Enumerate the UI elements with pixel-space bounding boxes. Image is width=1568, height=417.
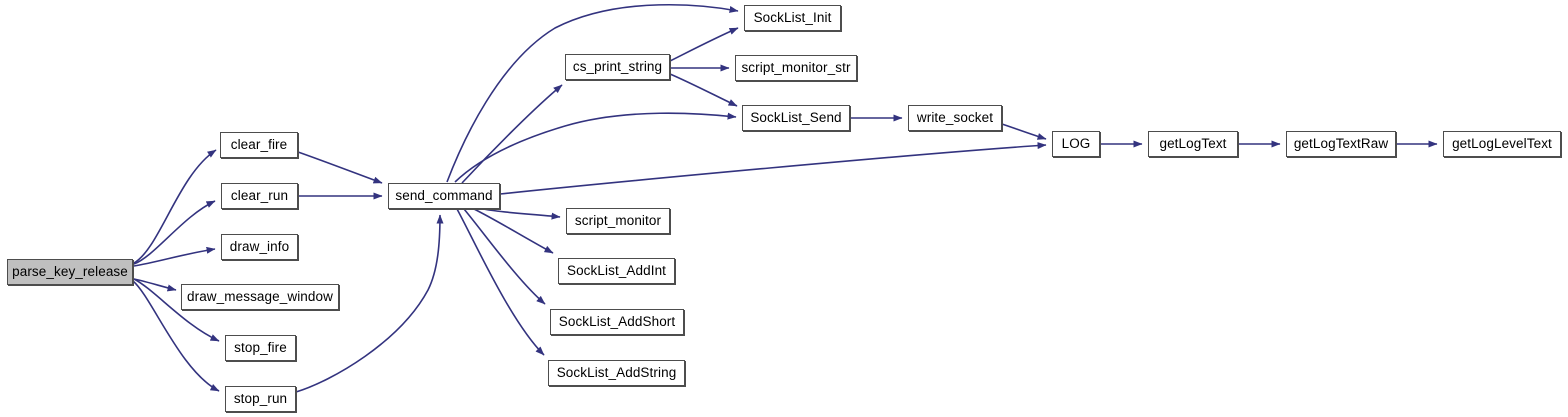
graph-edge bbox=[461, 84, 563, 184]
graph-node-label: script_monitor_str bbox=[741, 60, 851, 76]
graph-node-script_monitor_str[interactable]: script_monitor_str bbox=[735, 55, 857, 81]
graph-node-SockList_Send[interactable]: SockList_Send bbox=[742, 105, 850, 131]
graph-node-clear_run[interactable]: clear_run bbox=[221, 183, 298, 209]
graph-edge bbox=[482, 208, 561, 220]
graph-node-SockList_AddInt[interactable]: SockList_AddInt bbox=[558, 258, 675, 284]
graph-edge bbox=[1001, 123, 1047, 140]
graph-node-SockList_Init[interactable]: SockList_Init bbox=[744, 5, 841, 31]
graph-node-label: send_command bbox=[395, 188, 493, 204]
graph-edge bbox=[473, 208, 554, 254]
graph-edge bbox=[499, 142, 1047, 195]
graph-node-label: SockList_Send bbox=[750, 110, 842, 126]
graph-node-label: script_monitor bbox=[574, 213, 662, 229]
graph-node-label: stop_run bbox=[233, 391, 288, 407]
graph-node-LOG[interactable]: LOG bbox=[1052, 131, 1100, 157]
graph-node-clear_fire[interactable]: clear_fire bbox=[220, 132, 298, 158]
graph-edge bbox=[669, 73, 738, 107]
graph-node-SockList_AddShort[interactable]: SockList_AddShort bbox=[550, 309, 684, 335]
graph-node-getLogLevelText[interactable]: getLogLevelText bbox=[1443, 131, 1561, 157]
graph-node-parse_key_release[interactable]: parse_key_release bbox=[7, 259, 133, 285]
graph-node-label: write_socket bbox=[916, 110, 994, 126]
graph-node-label: LOG bbox=[1061, 136, 1091, 152]
graph-node-label: getLogText bbox=[1159, 136, 1227, 152]
graph-node-label: parse_key_release bbox=[12, 264, 128, 280]
graph-node-label: SockList_AddString bbox=[556, 365, 677, 381]
graph-node-label: draw_info bbox=[229, 239, 290, 255]
graph-edge bbox=[446, 3, 739, 183]
graph-node-label: getLogLevelText bbox=[1452, 136, 1552, 152]
graph-edge bbox=[133, 149, 217, 264]
graph-node-label: SockList_AddShort bbox=[558, 314, 676, 330]
graph-edge bbox=[454, 112, 737, 183]
graph-node-stop_fire[interactable]: stop_fire bbox=[225, 335, 296, 361]
graph-edge bbox=[463, 208, 546, 305]
graph-node-getLogTextRaw[interactable]: getLogTextRaw bbox=[1286, 131, 1396, 157]
graph-node-draw_info[interactable]: draw_info bbox=[221, 234, 298, 260]
graph-node-label: clear_run bbox=[230, 188, 289, 204]
graph-edge bbox=[297, 151, 383, 184]
graph-node-send_command[interactable]: send_command bbox=[388, 183, 500, 209]
graph-node-label: draw_message_window bbox=[187, 289, 333, 305]
graph-edge bbox=[456, 208, 545, 356]
graph-node-label: getLogTextRaw bbox=[1293, 136, 1389, 152]
graph-node-stop_run[interactable]: stop_run bbox=[225, 386, 296, 412]
graph-node-SockList_AddString[interactable]: SockList_AddString bbox=[548, 360, 685, 386]
graph-node-label: clear_fire bbox=[230, 137, 288, 153]
graph-node-label: SockList_Init bbox=[753, 10, 832, 26]
graph-node-label: SockList_AddInt bbox=[566, 263, 667, 279]
graph-node-getLogText[interactable]: getLogText bbox=[1148, 131, 1238, 157]
graph-node-label: cs_print_string bbox=[572, 59, 663, 75]
graph-node-draw_message_window[interactable]: draw_message_window bbox=[181, 284, 339, 310]
graph-node-cs_print_string[interactable]: cs_print_string bbox=[565, 54, 670, 80]
graph-edge bbox=[133, 200, 216, 265]
graph-edge bbox=[669, 27, 739, 62]
graph-edge bbox=[133, 278, 177, 292]
graph-node-script_monitor[interactable]: script_monitor bbox=[566, 208, 670, 234]
graph-node-label: stop_fire bbox=[234, 340, 287, 356]
graph-node-write_socket[interactable]: write_socket bbox=[908, 105, 1002, 131]
graph-edge bbox=[133, 246, 216, 267]
